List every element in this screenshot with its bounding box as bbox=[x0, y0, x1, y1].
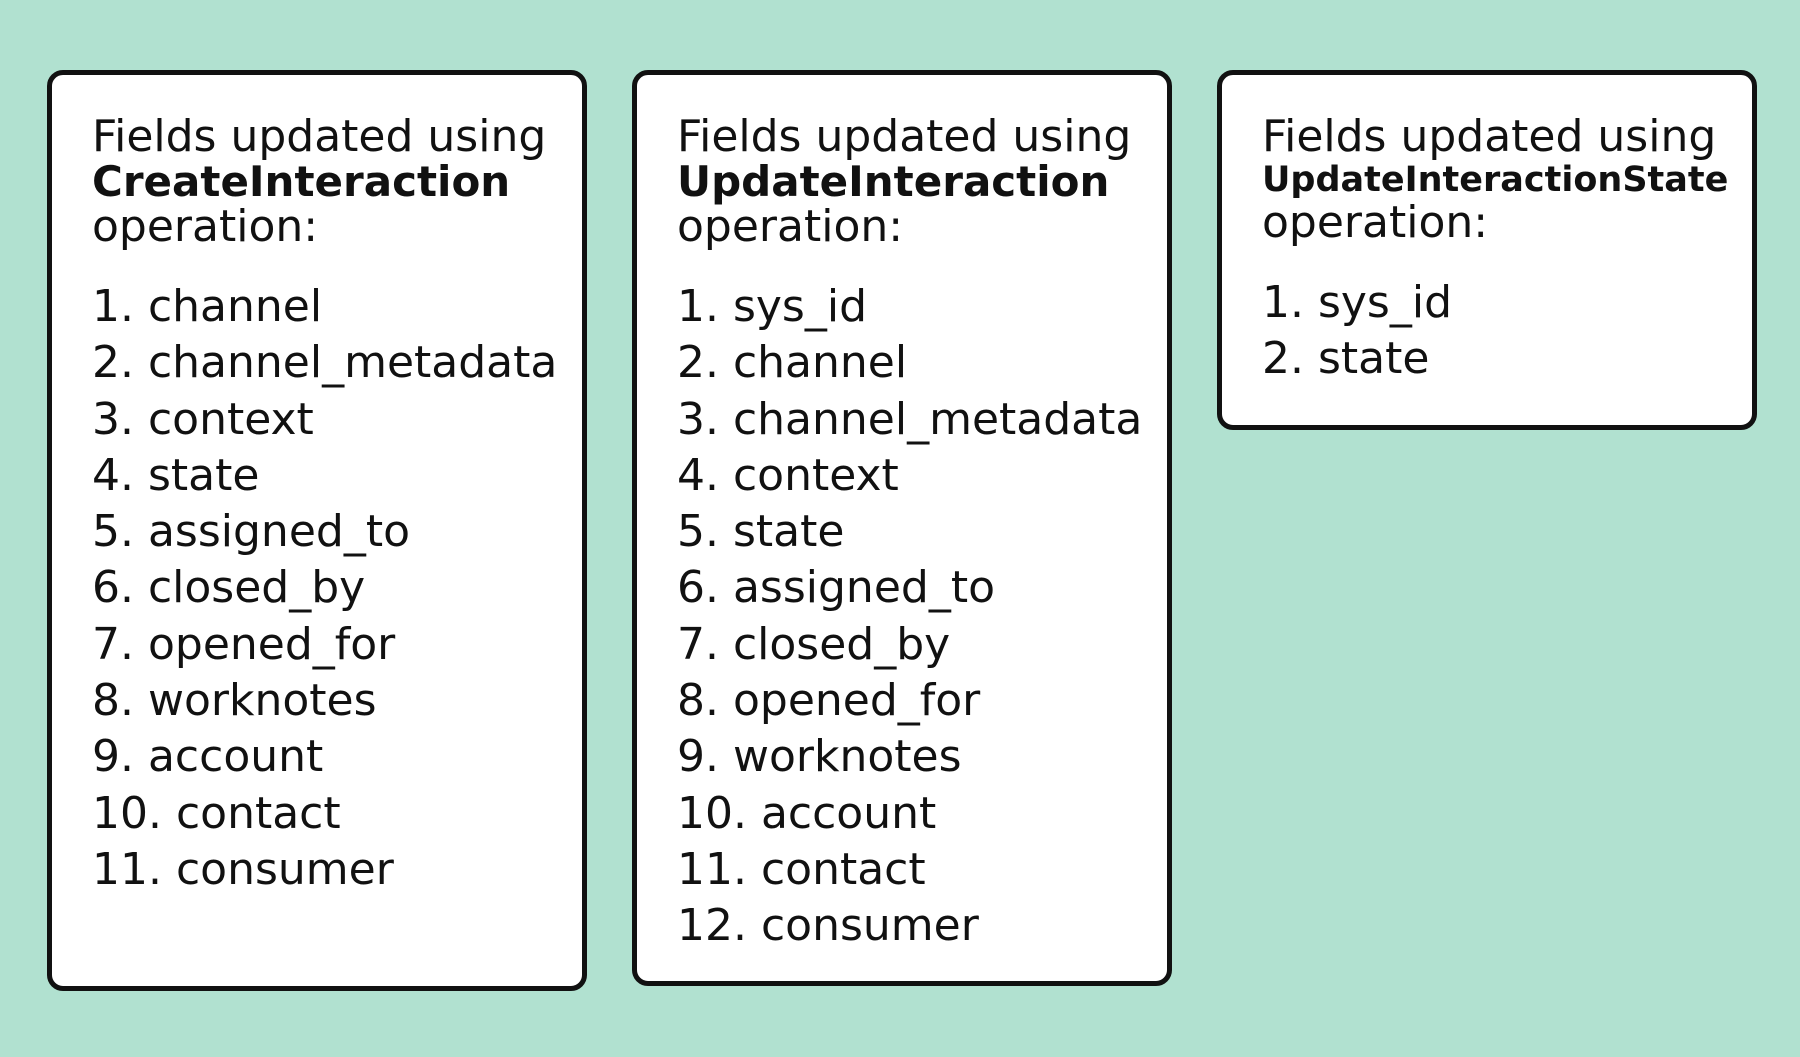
field-item: 1. channel bbox=[92, 281, 323, 332]
field-list: 1. sys_id 2. channel 3. channel_metadata… bbox=[677, 279, 1157, 955]
field-item: 10. account bbox=[677, 787, 937, 839]
create-interaction-card: Fields updated using CreateInteraction o… bbox=[47, 70, 587, 991]
operation-name: UpdateInteraction bbox=[677, 157, 1110, 206]
field-item: 9. worknotes bbox=[677, 731, 962, 783]
field-item: 11. contact bbox=[677, 843, 926, 895]
update-interaction-state-card: Fields updated using UpdateInteractionSt… bbox=[1217, 70, 1757, 430]
field-item: 5. assigned_to bbox=[92, 506, 410, 558]
field-item: 4. state bbox=[92, 449, 260, 501]
field-list: 1. channel 2. channel_metadata 3. contex… bbox=[92, 279, 572, 898]
heading-suffix: operation: bbox=[1262, 197, 1489, 248]
field-item: 9. account bbox=[92, 731, 324, 783]
operation-name: CreateInteraction bbox=[92, 157, 511, 206]
field-item: 8. worknotes bbox=[92, 675, 377, 727]
heading-suffix: operation: bbox=[677, 201, 904, 252]
field-item: 1. sys_id bbox=[1262, 277, 1453, 328]
field-item: 2. channel bbox=[677, 337, 908, 389]
update-interaction-card: Fields updated using UpdateInteraction o… bbox=[632, 70, 1172, 986]
heading-prefix: Fields updated using bbox=[677, 111, 1132, 162]
field-item: 7. opened_for bbox=[92, 618, 396, 670]
field-item: 6. assigned_to bbox=[677, 562, 995, 614]
field-item: 8. opened_for bbox=[677, 675, 981, 727]
field-item: 1. sys_id bbox=[677, 281, 868, 332]
field-item: 2. state bbox=[1262, 333, 1430, 385]
field-item: 3. channel_metadata bbox=[677, 393, 1143, 445]
operation-name: UpdateInteractionState bbox=[1262, 160, 1729, 200]
heading-suffix: operation: bbox=[92, 201, 319, 252]
field-item: 12. consumer bbox=[677, 900, 979, 952]
field-item: 5. state bbox=[677, 506, 845, 558]
field-item: 6. closed_by bbox=[92, 562, 366, 614]
field-item: 4. context bbox=[677, 449, 899, 501]
card-heading: Fields updated using UpdateInteraction o… bbox=[677, 115, 1157, 249]
field-list: 1. sys_id 2. state bbox=[1262, 275, 1742, 388]
field-item: 3. context bbox=[92, 393, 314, 445]
heading-prefix: Fields updated using bbox=[92, 111, 547, 162]
card-heading: Fields updated using UpdateInteractionSt… bbox=[1262, 115, 1742, 245]
field-item: 2. channel_metadata bbox=[92, 337, 558, 389]
card-heading: Fields updated using CreateInteraction o… bbox=[92, 115, 572, 249]
field-item: 11. consumer bbox=[92, 843, 394, 895]
field-item: 10. contact bbox=[92, 787, 341, 839]
heading-prefix: Fields updated using bbox=[1262, 111, 1717, 162]
field-item: 7. closed_by bbox=[677, 618, 951, 670]
